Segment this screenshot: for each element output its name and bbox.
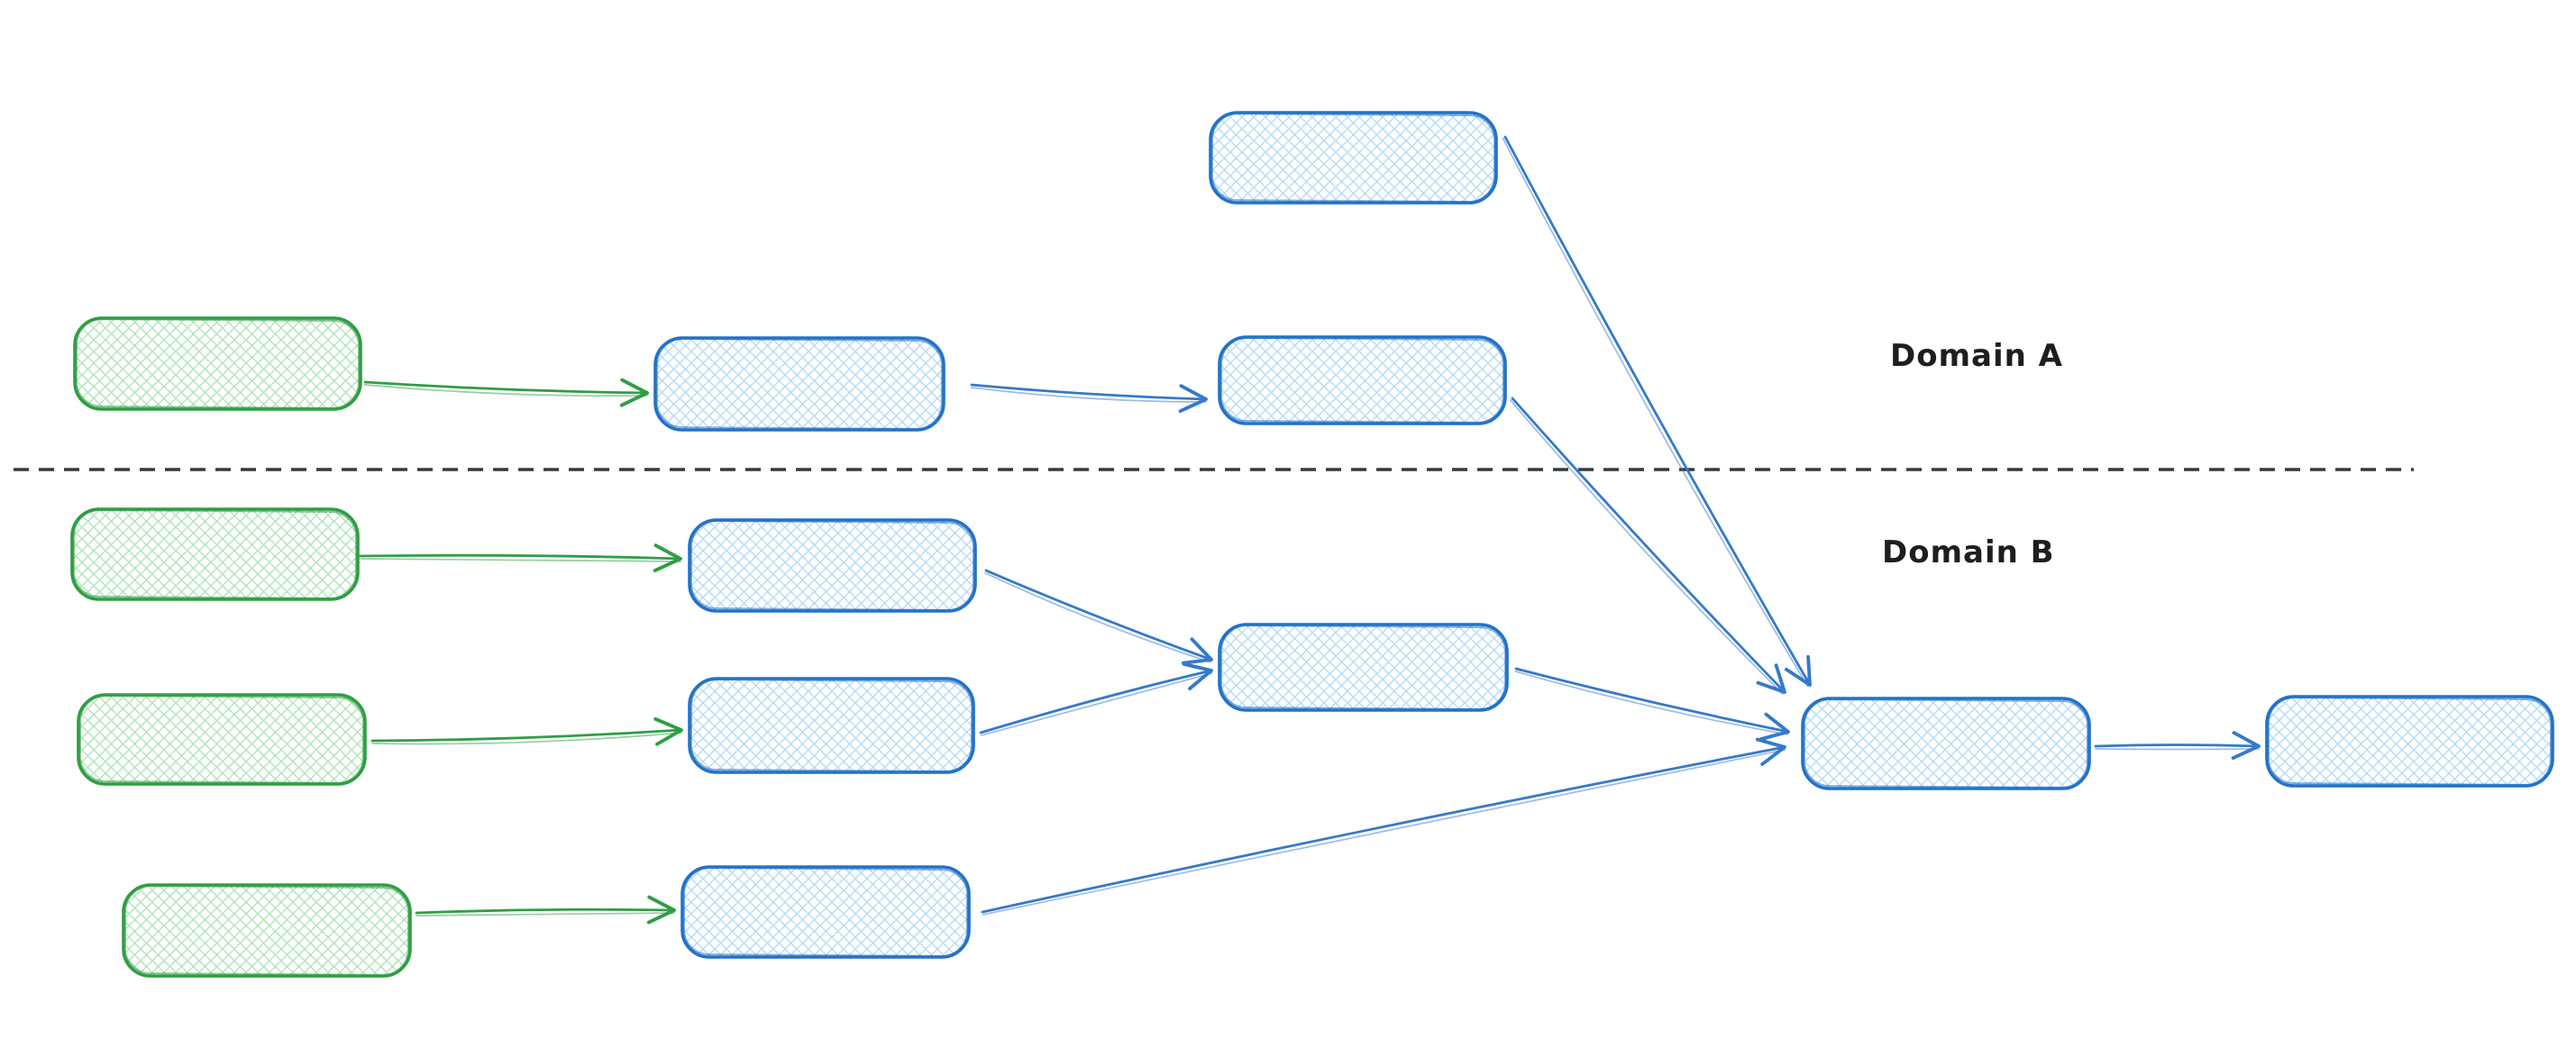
node-blue-output[interactable] xyxy=(2265,695,2554,788)
node-green-source-a1[interactable] xyxy=(73,316,362,411)
node-blue-top-source[interactable] xyxy=(1209,111,1498,205)
edge-blue-a2-to-sink[interactable] xyxy=(1509,397,1786,695)
node-blue-step-b1[interactable] xyxy=(688,518,977,613)
edge-blue-top-to-sink[interactable] xyxy=(1502,135,1812,688)
edge-blue-sink-to-output[interactable] xyxy=(2094,731,2261,760)
edge-blue-a1-to-blue-a2[interactable] xyxy=(970,383,1208,414)
labels-layer: Domain A Domain B xyxy=(1882,338,2063,570)
node-blue-step-a1[interactable] xyxy=(653,336,945,432)
edges-layer xyxy=(359,135,2261,925)
node-blue-step-b3[interactable] xyxy=(681,865,971,959)
node-blue-step-b2[interactable] xyxy=(688,677,975,774)
edge-blue-b2-to-merge[interactable] xyxy=(979,661,1213,736)
node-green-source-b1[interactable] xyxy=(70,507,360,601)
node-green-source-b3[interactable] xyxy=(122,883,412,978)
node-blue-sink[interactable] xyxy=(1801,697,2091,790)
edge-green-a1-to-blue-a1[interactable] xyxy=(363,378,649,407)
node-blue-step-a2[interactable] xyxy=(1218,335,1507,425)
edge-green-b2-to-blue-b2[interactable] xyxy=(370,716,683,746)
node-green-source-b2[interactable] xyxy=(77,693,367,786)
edge-green-b3-to-blue-b3[interactable] xyxy=(415,895,676,925)
edge-blue-b1-to-merge[interactable] xyxy=(984,569,1213,665)
domain-a-label: Domain A xyxy=(1890,338,2063,374)
domain-b-label: Domain B xyxy=(1882,534,2055,570)
edge-blue-b3-to-sink[interactable] xyxy=(981,737,1786,916)
nodes-layer xyxy=(70,111,2554,978)
edge-blue-merge-to-sink[interactable] xyxy=(1514,667,1790,742)
edge-green-b1-to-blue-b1[interactable] xyxy=(359,543,682,573)
node-blue-merge-b[interactable] xyxy=(1218,623,1509,712)
